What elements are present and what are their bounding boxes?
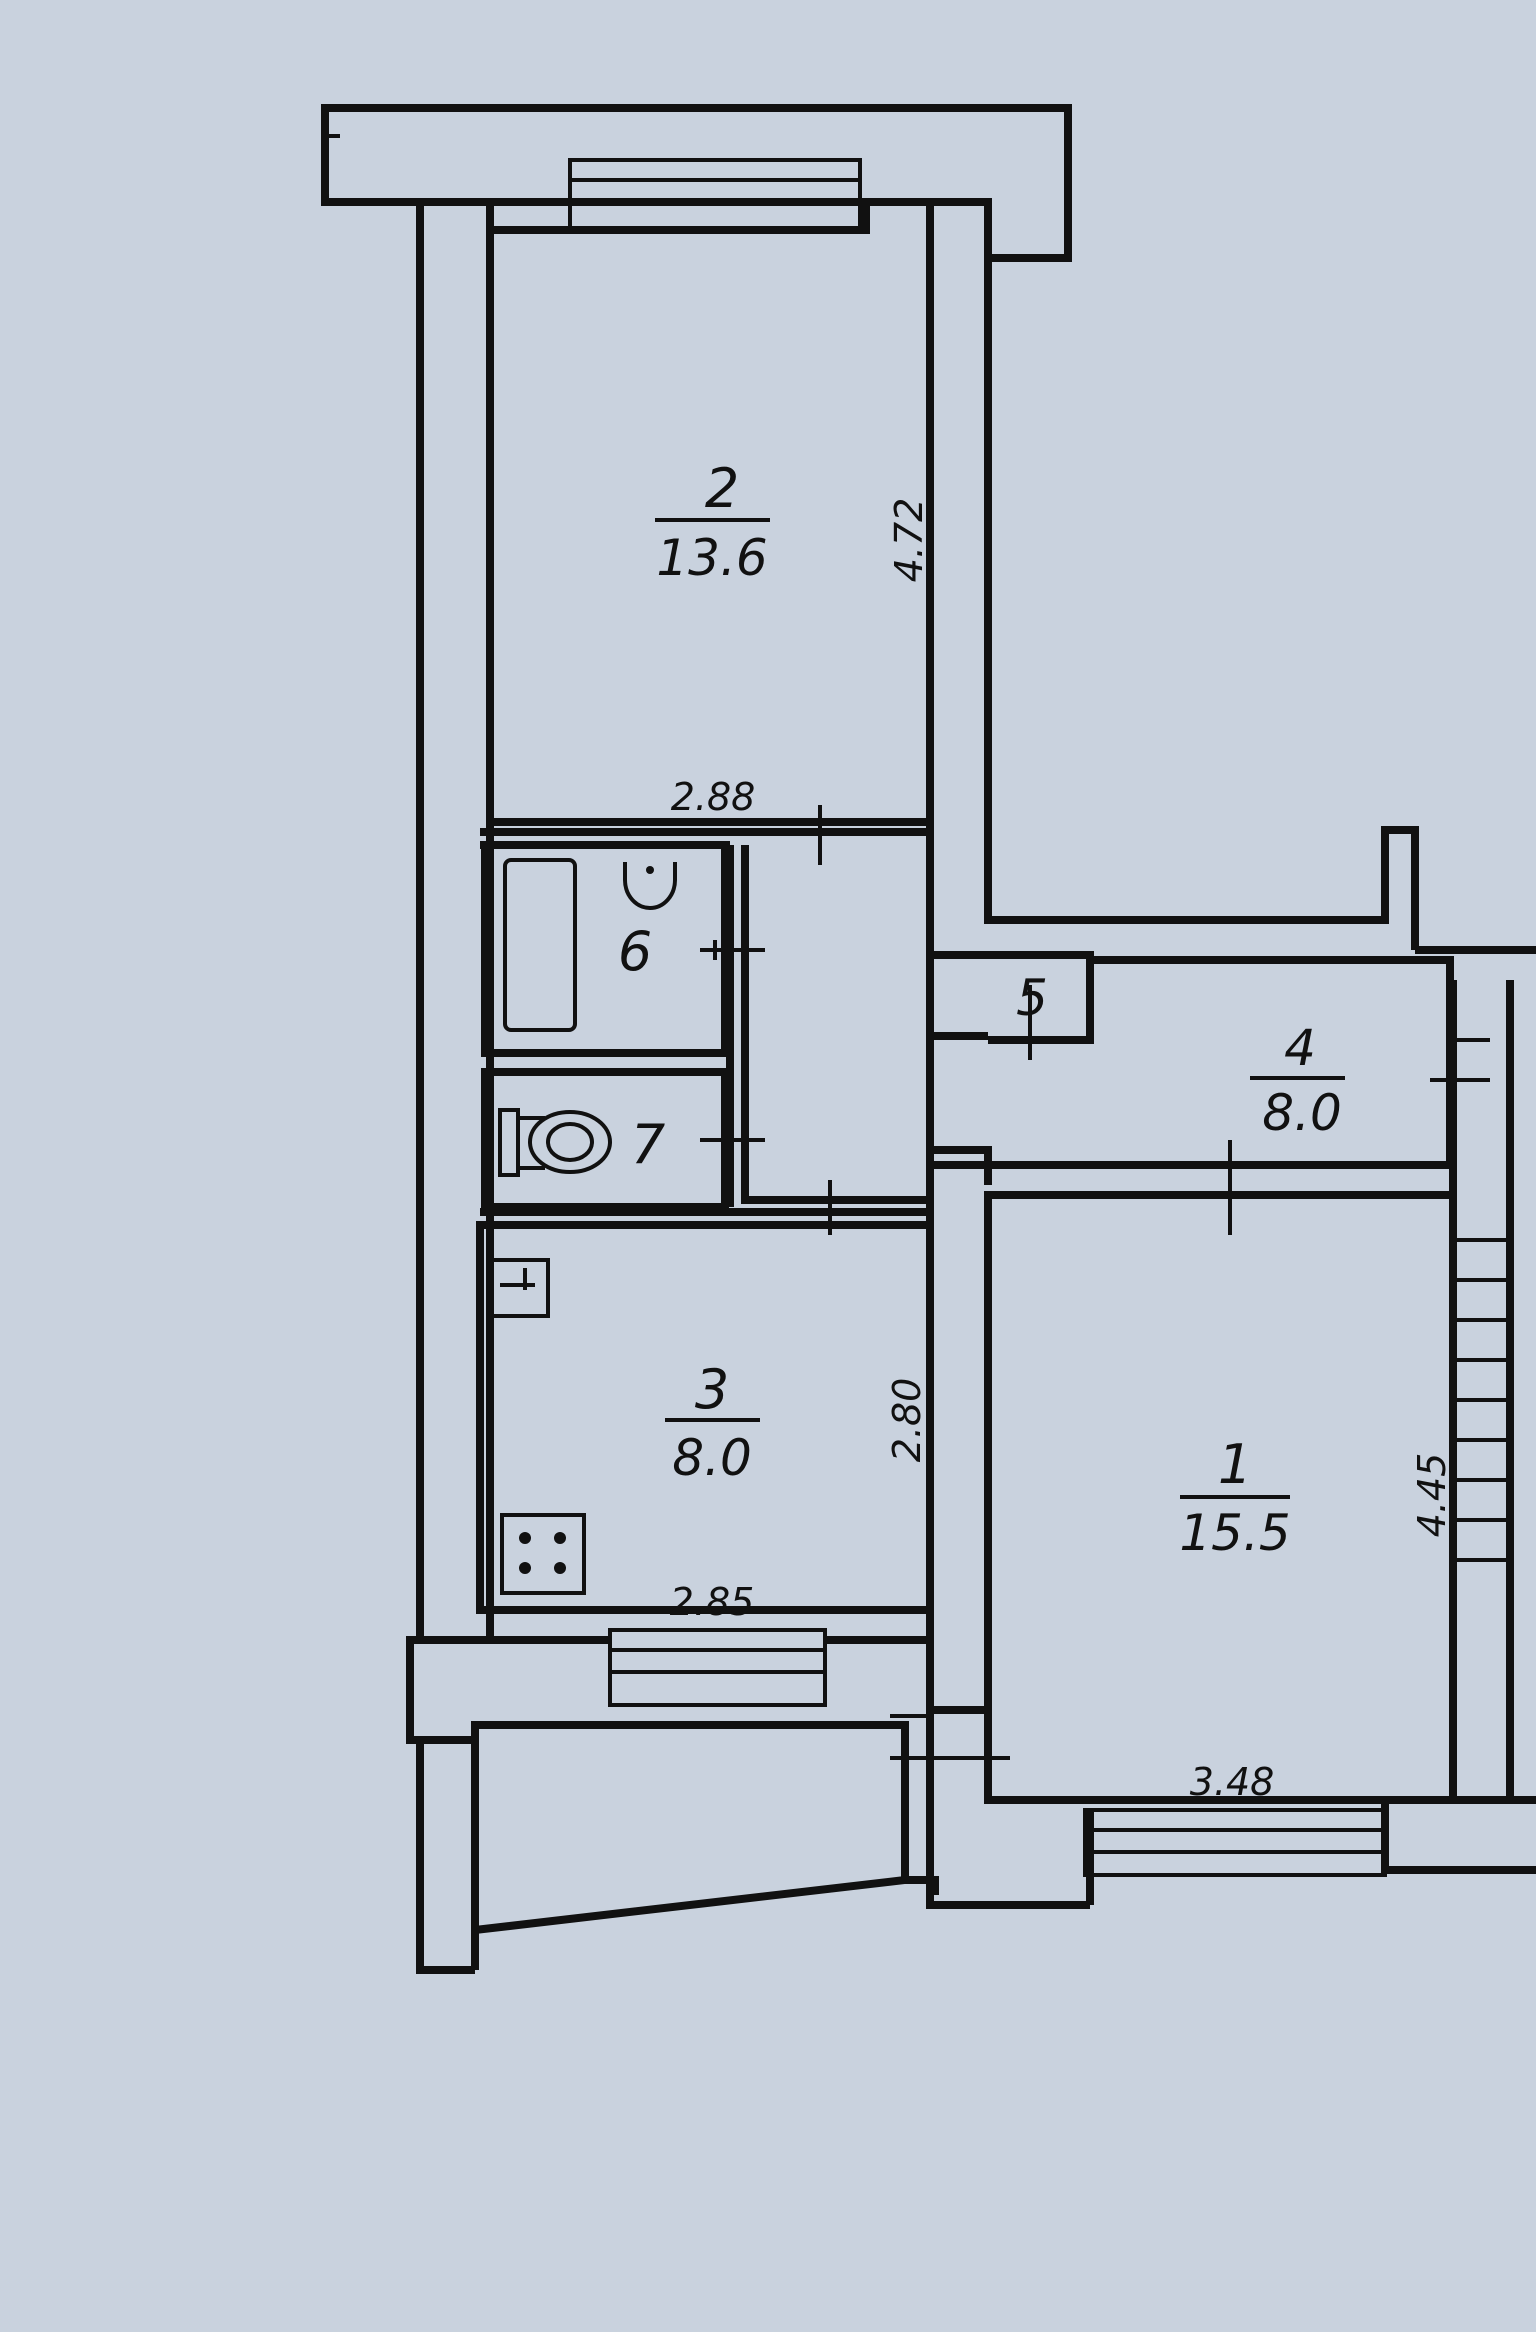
- room-3-height-dimension: 2.80: [885, 1378, 929, 1463]
- bathtub-icon: [503, 858, 577, 1032]
- room-1-height-dimension: 4.45: [1410, 1453, 1454, 1538]
- washbasin-icon: [623, 862, 677, 910]
- room-4-number: 4: [1284, 1019, 1316, 1077]
- room-1-number: 1: [1218, 1433, 1252, 1496]
- room-5-number: 5: [1016, 969, 1048, 1027]
- room-1-area: 15.5: [1179, 1504, 1290, 1562]
- walls: [321, 104, 1536, 1974]
- room-4-area: 8.0: [1262, 1084, 1342, 1142]
- room-1-width-dimension: 3.48: [1190, 1760, 1275, 1804]
- room-7-number: 7: [631, 1113, 665, 1176]
- room-2-area: 13.6: [656, 529, 767, 587]
- room-3-area: 8.0: [672, 1429, 752, 1487]
- staircase-icon: [1453, 1038, 1510, 1562]
- stove-icon: [500, 1513, 586, 1595]
- room-2-width-dimension: 2.88: [671, 775, 756, 819]
- room-2-number: 2: [705, 457, 739, 520]
- kitchen-sink-icon: [488, 1258, 550, 1318]
- toilet-icon: [498, 1108, 612, 1177]
- area-fraction-lines: [655, 518, 1345, 1499]
- door-markers: [700, 805, 1490, 1760]
- room-6-number: 6: [618, 920, 652, 983]
- room-3-width-dimension: 2.85: [670, 1580, 755, 1624]
- room-3-number: 3: [695, 1358, 729, 1421]
- room-2-height-dimension: 4.72: [887, 498, 931, 583]
